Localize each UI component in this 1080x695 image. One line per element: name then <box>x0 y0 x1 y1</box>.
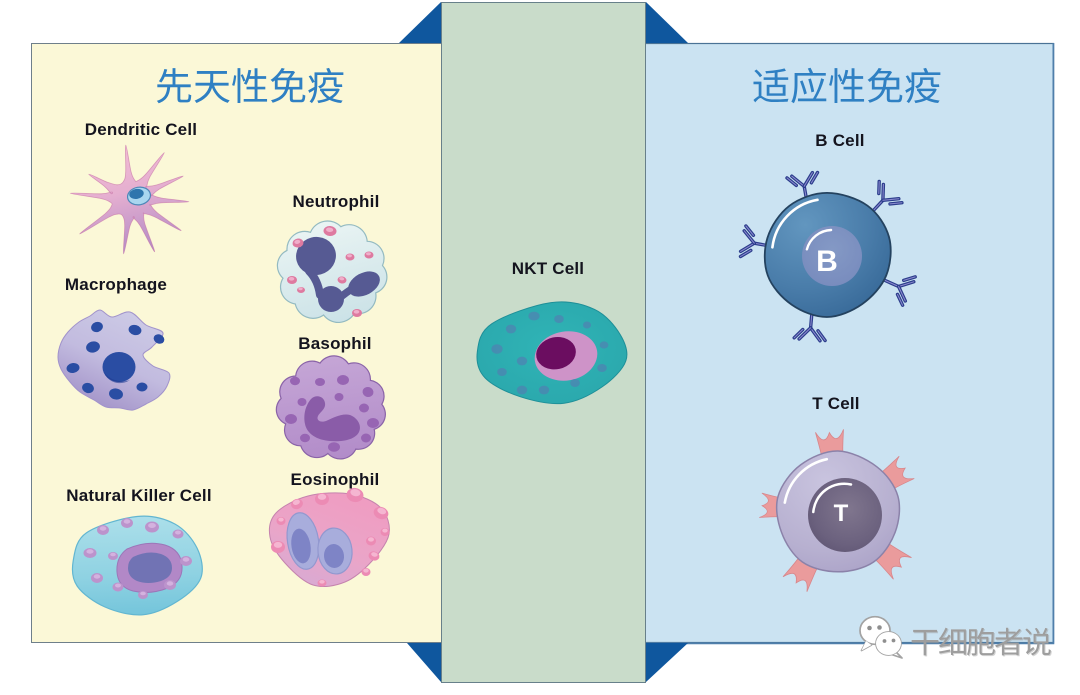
svg-text:Basophil: Basophil <box>298 334 371 353</box>
svg-text:B: B <box>816 245 838 278</box>
svg-text:Macrophage: Macrophage <box>65 275 167 294</box>
svg-text:B Cell: B Cell <box>815 131 864 150</box>
svg-text:NKT Cell: NKT Cell <box>512 259 584 278</box>
svg-text:Natural Killer Cell: Natural Killer Cell <box>66 486 212 505</box>
svg-text:T: T <box>834 500 849 527</box>
svg-text:T Cell: T Cell <box>812 394 860 413</box>
svg-text:Eosinophil: Eosinophil <box>291 470 380 489</box>
svg-text:Dendritic Cell: Dendritic Cell <box>85 120 197 139</box>
svg-text:Neutrophil: Neutrophil <box>293 192 380 211</box>
